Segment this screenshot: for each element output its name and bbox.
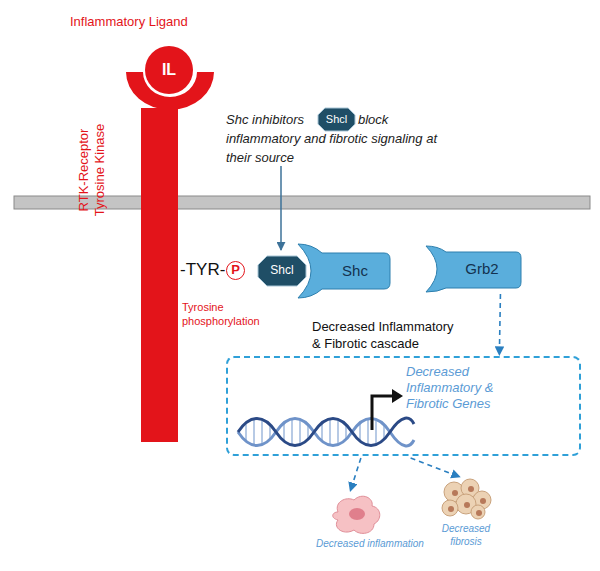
signal-arrow xyxy=(350,458,361,491)
dna-rung xyxy=(337,420,339,444)
dna-strand xyxy=(238,418,414,445)
inhibitor-octagon: Shcl xyxy=(318,108,355,131)
node-text: Shcl xyxy=(270,264,293,278)
dna-rung xyxy=(299,420,301,444)
octagon-shape xyxy=(258,256,306,286)
residue-label: -TYR- xyxy=(180,259,225,281)
dna-rung xyxy=(359,424,361,440)
cell-illustration: Decreased inflammation xyxy=(312,492,428,558)
ligand-label: Inflammatory Ligand xyxy=(70,14,188,29)
signal-arrow xyxy=(499,294,500,355)
nucleus-box: Decreased Inflammatory & Fibrotic Genes xyxy=(226,356,581,456)
octagon-shape xyxy=(318,108,355,131)
callout-text: block inflammatory and fibrotic signalin… xyxy=(226,110,448,167)
callout-text: Shc inhibitors xyxy=(226,110,304,129)
inhibitor-octagon: Shcl xyxy=(258,256,306,286)
macrophage-illustration xyxy=(333,496,380,533)
cell-body xyxy=(333,496,380,533)
node-text: Decreased Inflammatory & Fibrotic Genes xyxy=(406,364,501,412)
receptor-bar: RTK-Receptor Tyrosine Kinase xyxy=(141,108,178,442)
node-text: RTK-Receptor Tyrosine Kinase xyxy=(76,115,108,225)
cell-nucleus xyxy=(468,486,474,492)
dna-rung xyxy=(291,420,293,444)
dna-rung xyxy=(375,420,377,444)
dna-strand xyxy=(238,419,414,446)
dna-rung xyxy=(321,424,323,440)
transcription-arrow xyxy=(372,396,392,430)
adaptor-protein: Shc xyxy=(296,244,392,298)
node-text: Grb2 xyxy=(465,260,498,277)
annotation-text: Decreased Inflammatory & Fibrotic cascad… xyxy=(312,318,460,352)
fibroblast-illustration xyxy=(442,479,491,519)
node-text: Shcl xyxy=(326,113,347,126)
node-text: P xyxy=(231,263,240,278)
node-text: Decreased inflammation xyxy=(312,538,428,550)
node-text: Decreased fibrosis xyxy=(432,522,500,548)
dna-rung xyxy=(367,420,369,444)
dna-helix xyxy=(238,418,414,446)
protein-shape xyxy=(298,244,390,298)
node-text: IL xyxy=(162,61,176,79)
dna-rung xyxy=(283,424,285,440)
adaptor-protein: Grb2 xyxy=(424,246,522,292)
cell-nucleus xyxy=(452,490,458,496)
signal-arrow xyxy=(411,458,460,477)
cell-body xyxy=(471,505,485,519)
leader-arrow xyxy=(280,166,282,250)
dna-rung xyxy=(261,420,263,444)
dna-rung xyxy=(253,420,255,444)
cell-nucleus xyxy=(349,508,365,520)
annotation-text: Tyrosine phosphorylation xyxy=(182,300,282,328)
protein-shape xyxy=(426,246,521,292)
transcription-arrow-head xyxy=(392,389,403,403)
dna-rung xyxy=(245,424,247,440)
cell-illustration: Decreased fibrosis xyxy=(432,478,500,556)
cell-nucleus xyxy=(464,502,470,508)
cell-nucleus xyxy=(448,506,454,512)
node-text: Shc xyxy=(342,262,368,279)
cell-nucleus xyxy=(480,498,486,504)
dna-rung xyxy=(329,420,331,444)
cell-body xyxy=(442,500,458,516)
phosphate-circle: P xyxy=(226,261,245,280)
cell-nucleus xyxy=(476,510,482,516)
ligand-circle: IL xyxy=(145,46,193,94)
